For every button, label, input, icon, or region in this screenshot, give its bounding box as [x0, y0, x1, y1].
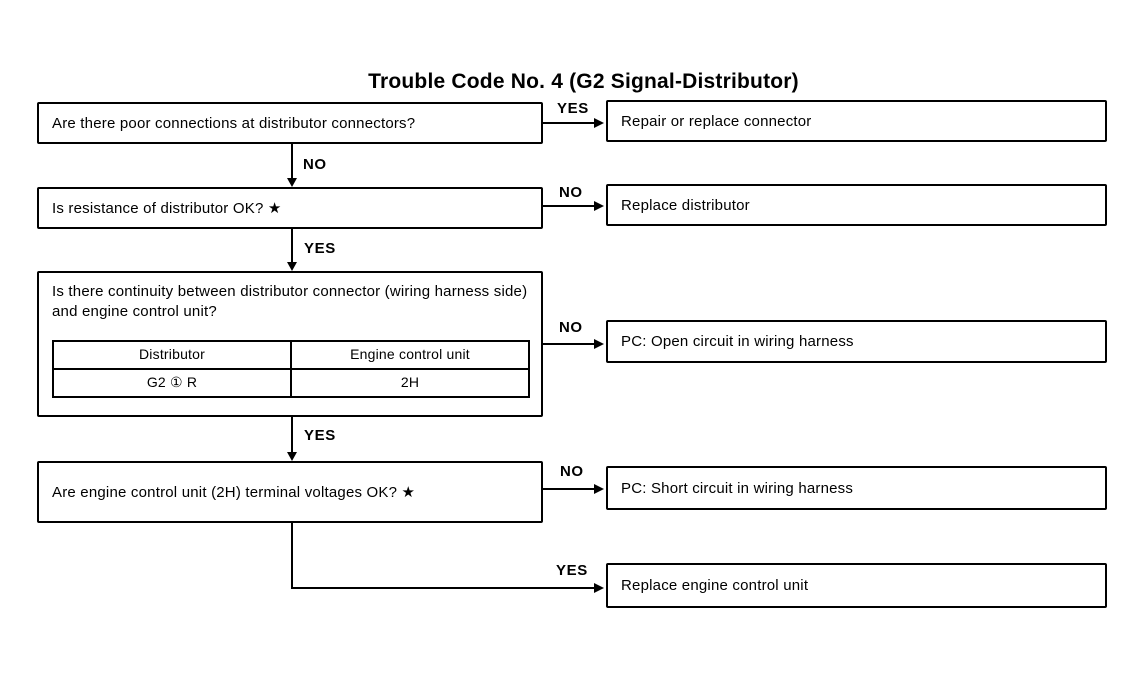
question-text: Are there poor connections at distributo…: [52, 114, 416, 132]
arrowhead-down-icon: [287, 262, 297, 271]
table-header-row: Distributor Engine control unit: [54, 342, 528, 368]
table-header-distributor: Distributor: [54, 342, 292, 368]
connector-q4-down: [291, 523, 293, 589]
table-cell-distributor-terminal: G2 ① R: [54, 370, 292, 396]
connector-q4-to-a4: [543, 488, 595, 490]
no-label-q3: NO: [559, 319, 583, 336]
yes-label-q2: YES: [304, 240, 336, 257]
question-box-distributor-resistance: Is resistance of distributor OK? ★: [37, 187, 543, 229]
action-box-replace-ecu: Replace engine control unit: [606, 563, 1107, 608]
continuity-terminal-table: Distributor Engine control unit G2 ① R 2…: [52, 340, 530, 398]
question-box-continuity: Is there continuity between distributor …: [37, 271, 543, 417]
action-box-open-circuit: PC: Open circuit in wiring harness: [606, 320, 1107, 363]
question-text: Are engine control unit (2H) terminal vo…: [52, 484, 416, 501]
connector-q1-to-a1: [543, 122, 595, 124]
connector-q2-to-q3: [291, 229, 293, 263]
connector-q4-to-a5: [291, 587, 595, 589]
arrowhead-right-icon: [594, 339, 604, 349]
yes-label-q4: YES: [556, 562, 588, 579]
question-box-terminal-voltages: Are engine control unit (2H) terminal vo…: [37, 461, 543, 523]
arrowhead-down-icon: [287, 452, 297, 461]
action-text: Repair or replace connector: [621, 112, 812, 130]
yes-label-q3: YES: [304, 427, 336, 444]
table-cell-ecu-terminal: 2H: [400, 374, 420, 390]
action-text: PC: Open circuit in wiring harness: [621, 333, 854, 350]
no-label-q1: NO: [303, 156, 327, 173]
arrowhead-down-icon: [287, 178, 297, 187]
action-text: PC: Short circuit in wiring harness: [621, 479, 854, 497]
arrowhead-right-icon: [594, 484, 604, 494]
no-label-q4: NO: [560, 463, 584, 480]
connector-q3-to-a3: [543, 343, 595, 345]
arrowhead-right-icon: [594, 583, 604, 593]
action-text: Replace distributor: [621, 196, 750, 214]
page-title: Trouble Code No. 4 (G2 Signal-Distributo…: [368, 70, 799, 93]
question-box-poor-connections: Are there poor connections at distributo…: [37, 102, 543, 144]
question-text: Is there continuity between distributor …: [52, 283, 528, 320]
question-text: Is resistance of distributor OK? ★: [52, 200, 282, 217]
arrowhead-right-icon: [594, 201, 604, 211]
connector-q3-to-q4: [291, 417, 293, 453]
action-box-repair-connector: Repair or replace connector: [606, 100, 1107, 142]
action-box-replace-distributor: Replace distributor: [606, 184, 1107, 226]
table-header-engine-control-unit: Engine control unit: [350, 346, 470, 362]
table-row: G2 ① R 2H: [54, 368, 528, 396]
no-label-q2: NO: [559, 184, 583, 201]
connector-q2-to-a2: [543, 205, 595, 207]
yes-label-q1: YES: [557, 100, 589, 117]
connector-q1-to-q2: [291, 144, 293, 181]
action-box-short-circuit: PC: Short circuit in wiring harness: [606, 466, 1107, 510]
arrowhead-right-icon: [594, 118, 604, 128]
action-text: Replace engine control unit: [621, 577, 809, 594]
